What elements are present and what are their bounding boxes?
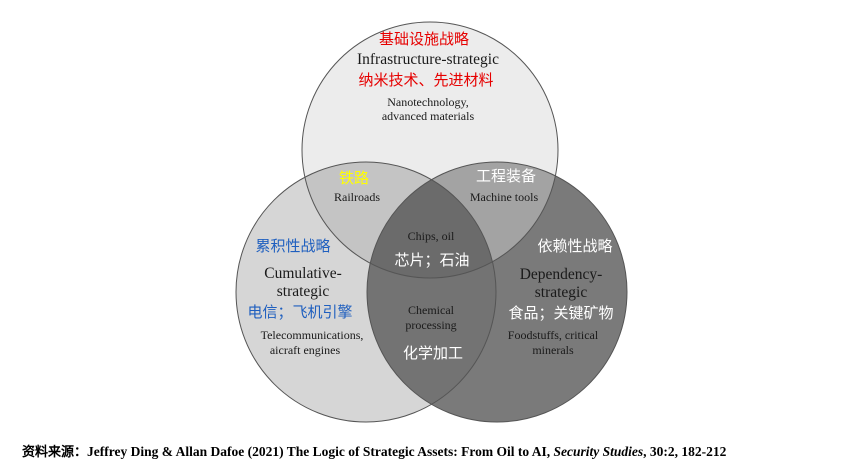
overlap-center	[367, 162, 496, 278]
right-en-heading-1: Dependency-	[520, 266, 603, 283]
top-right-en: Machine tools	[470, 190, 539, 204]
right-en-example-1: Foodstuffs, critical	[508, 328, 599, 342]
left-cn-example: 电信；飞机引擎	[247, 303, 352, 321]
outline-right	[366, 161, 628, 423]
left-en-example-1: Telecommunications,	[261, 328, 364, 342]
venn-diagram: 基础设施战略 Infrastructure-strategic 纳米技术、先进材…	[235, 21, 628, 423]
top-right-cn: 工程装备	[476, 167, 536, 185]
right-cn-heading: 依赖性战略	[537, 237, 612, 255]
right-en-example-2: minerals	[532, 343, 574, 357]
top-cn-example: 纳米技术、先进材料	[358, 71, 493, 89]
right-en-heading-2: strategic	[535, 284, 588, 301]
left-en-heading-2: strategic	[277, 283, 330, 300]
center-en: Chips, oil	[408, 229, 455, 243]
top-left-cn: 铁路	[339, 169, 369, 187]
left-en-example-2: aicraft engines	[270, 343, 341, 357]
caption-suffix: , 30:2, 182-212	[643, 444, 727, 459]
center-cn: 芯片；石油	[394, 251, 469, 269]
caption-journal: Security Studies	[553, 444, 644, 459]
outline-top	[301, 21, 559, 279]
bottom-cn: 化学加工	[403, 344, 463, 362]
top-left-en: Railroads	[334, 190, 380, 204]
bottom-en-1: Chemical	[408, 303, 455, 317]
top-en-heading: Infrastructure-strategic	[357, 51, 499, 68]
source-caption: 资料来源：Jeffrey Ding & Allan Dafoe (2021) T…	[22, 441, 842, 460]
caption-authors: Jeffrey Ding & Allan Dafoe (2021) The Lo…	[87, 444, 554, 459]
top-en-example-2: advanced materials	[382, 109, 475, 123]
top-en-example-1: Nanotechnology,	[387, 95, 469, 109]
left-en-heading-1: Cumulative-	[264, 265, 342, 282]
top-cn-heading: 基础设施战略	[379, 30, 469, 48]
left-cn-heading: 累积性战略	[255, 237, 330, 255]
bottom-en-2: processing	[405, 318, 456, 332]
right-cn-example: 食品；关键矿物	[508, 304, 613, 322]
caption-prefix: 资料来源：	[22, 445, 88, 460]
outline-left	[235, 161, 497, 423]
